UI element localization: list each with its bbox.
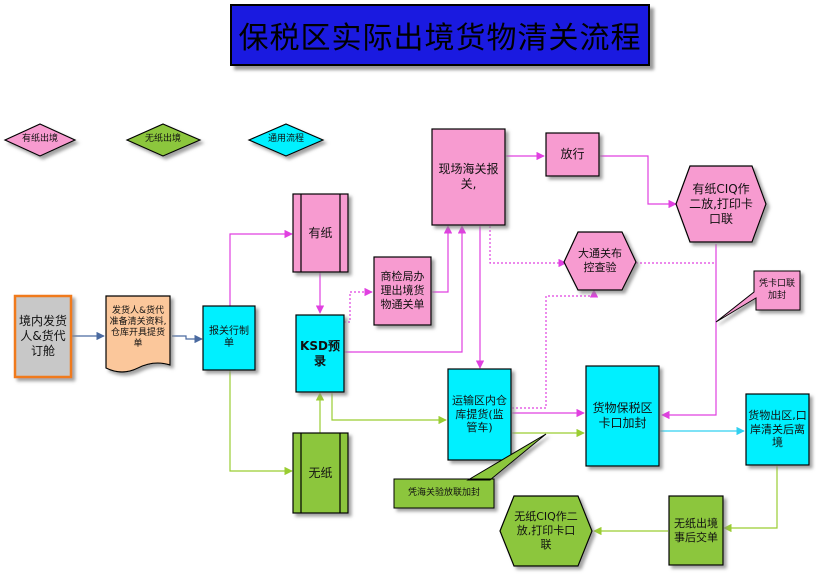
page-title: 保税区实际出境货物清关流程 bbox=[238, 21, 642, 56]
node-shipper-box bbox=[13, 294, 73, 379]
legend-paperless-shape bbox=[125, 123, 202, 157]
edge-pickup-dtg bbox=[512, 289, 599, 409]
edge-ksd-pickup bbox=[331, 393, 447, 425]
edge-declare-paper bbox=[229, 229, 293, 306]
edge-customs-dtg bbox=[489, 226, 567, 268]
edge-ksd-customs bbox=[344, 225, 467, 353]
node-declare-box bbox=[202, 305, 256, 371]
callout-release-seal-shape bbox=[393, 433, 547, 509]
node-paper-box bbox=[292, 193, 349, 273]
node-paperless-box bbox=[292, 432, 349, 514]
edge-docs-declare bbox=[172, 334, 203, 344]
edge-ciqbureau-customs bbox=[432, 225, 453, 293]
legend-paper-shape bbox=[3, 123, 77, 157]
node-ksd-box bbox=[295, 314, 345, 393]
node-ciqbureau-box bbox=[373, 256, 432, 326]
node-dtg-box bbox=[563, 231, 637, 291]
legend-general-shape bbox=[247, 123, 325, 157]
node-docs-box bbox=[105, 295, 171, 373]
node-ciqpaper-box bbox=[675, 165, 767, 243]
node-ciqpaperless-box bbox=[499, 495, 593, 567]
node-aftersub-box bbox=[668, 495, 724, 566]
edge-ciqpaper-seal bbox=[661, 244, 717, 420]
node-release-box bbox=[545, 132, 600, 177]
node-seal-box bbox=[585, 365, 660, 467]
node-pickup-box bbox=[447, 368, 512, 461]
title-banner bbox=[230, 4, 650, 66]
edge-declare-paperless bbox=[229, 370, 293, 476]
edge-release-ciqpaper bbox=[600, 155, 677, 209]
edge-ksd-ciqbureau bbox=[344, 287, 373, 323]
node-customs-box bbox=[431, 128, 506, 226]
callout-pass-seal-shape bbox=[715, 270, 801, 323]
node-exit-box bbox=[745, 393, 810, 466]
edge-exit-aftersub bbox=[723, 466, 778, 533]
